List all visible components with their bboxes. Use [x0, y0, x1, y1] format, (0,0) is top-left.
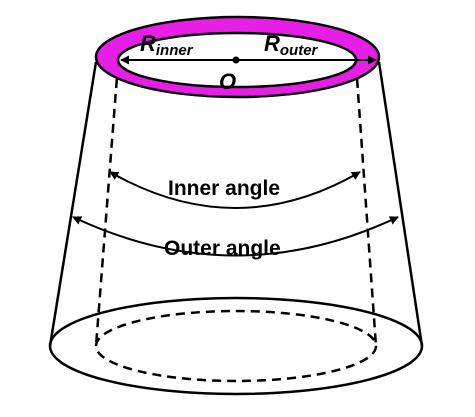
- r-inner-label: R: [140, 31, 156, 56]
- outer-wall-left: [48, 61, 98, 347]
- inner-angle-arc: [109, 171, 361, 209]
- inner-wall-right: [354, 63, 378, 347]
- top-outer-edge: [94, 15, 381, 99]
- svg-text:Rinner: Rinner: [140, 31, 194, 59]
- inner-wall-left: [94, 63, 120, 347]
- r-outer-subscript: outer: [280, 42, 319, 59]
- center-label: O: [219, 69, 236, 94]
- r-inner-subscript: inner: [156, 42, 194, 59]
- inner-angle-label: Inner angle: [168, 177, 280, 200]
- outer-angle-arc: [72, 216, 399, 257]
- svg-text:Router: Router: [264, 31, 319, 59]
- outer-wall-right: [377, 61, 424, 347]
- center-point: [232, 56, 240, 64]
- outer-angle-label: Outer angle: [164, 237, 281, 260]
- bottom-outer-ellipse: [48, 296, 424, 396]
- r-outer-label: R: [264, 31, 280, 56]
- bottom-inner-ellipse: [94, 309, 378, 383]
